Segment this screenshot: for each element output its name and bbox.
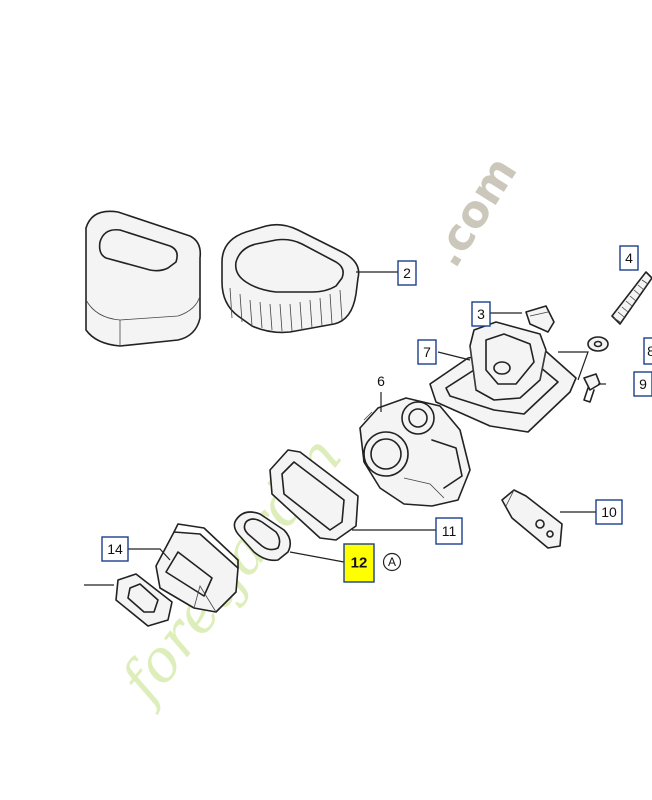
callout-9: 9 (633, 371, 652, 397)
bolt-part-9 (583, 373, 601, 403)
threaded-stud-part-4 (611, 271, 652, 325)
watermark-domain: .com (421, 148, 527, 276)
callout-label: 9 (639, 376, 647, 392)
mount-plate-part-7 (429, 321, 577, 433)
callout-3: 3 (471, 301, 491, 327)
valve-part-10 (501, 489, 563, 549)
callout-label: 14 (107, 541, 123, 557)
callout-2: 2 (397, 260, 417, 286)
intake-manifold-part-14 (155, 523, 239, 613)
flange-gasket (115, 573, 173, 627)
callout-label: 10 (601, 504, 617, 520)
callout-label: 6 (377, 373, 385, 389)
washer-part-8 (587, 336, 609, 352)
callout-label: 8 (647, 343, 652, 359)
callout-label: 2 (403, 265, 411, 281)
callout-label: 11 (442, 523, 457, 539)
callout-4: 4 (619, 245, 639, 271)
callout-label: 4 (625, 250, 633, 266)
callout-12: 12 (343, 543, 375, 583)
callout-label: 12 (351, 555, 368, 572)
callout-14: 14 (101, 536, 129, 562)
gasket-frame-part-11 (269, 449, 359, 541)
callout-label: 7 (423, 344, 431, 360)
callout-8: 8 (643, 337, 652, 365)
carburetor-part-6 (359, 397, 471, 507)
callout-label: 3 (477, 306, 485, 322)
air-filter-housing (85, 210, 202, 347)
gasket-part-12 (233, 511, 292, 562)
callout-11: 11 (435, 517, 463, 545)
wedge-part-3 (525, 305, 555, 333)
reference-marker-A: A (382, 552, 402, 572)
filter-element-part-2 (221, 223, 360, 334)
callout-6: 6 (377, 373, 385, 389)
reference-marker-label: A (388, 555, 396, 569)
leader-lines (84, 262, 627, 586)
callout-10: 10 (595, 499, 623, 525)
callout-7: 7 (417, 339, 437, 365)
